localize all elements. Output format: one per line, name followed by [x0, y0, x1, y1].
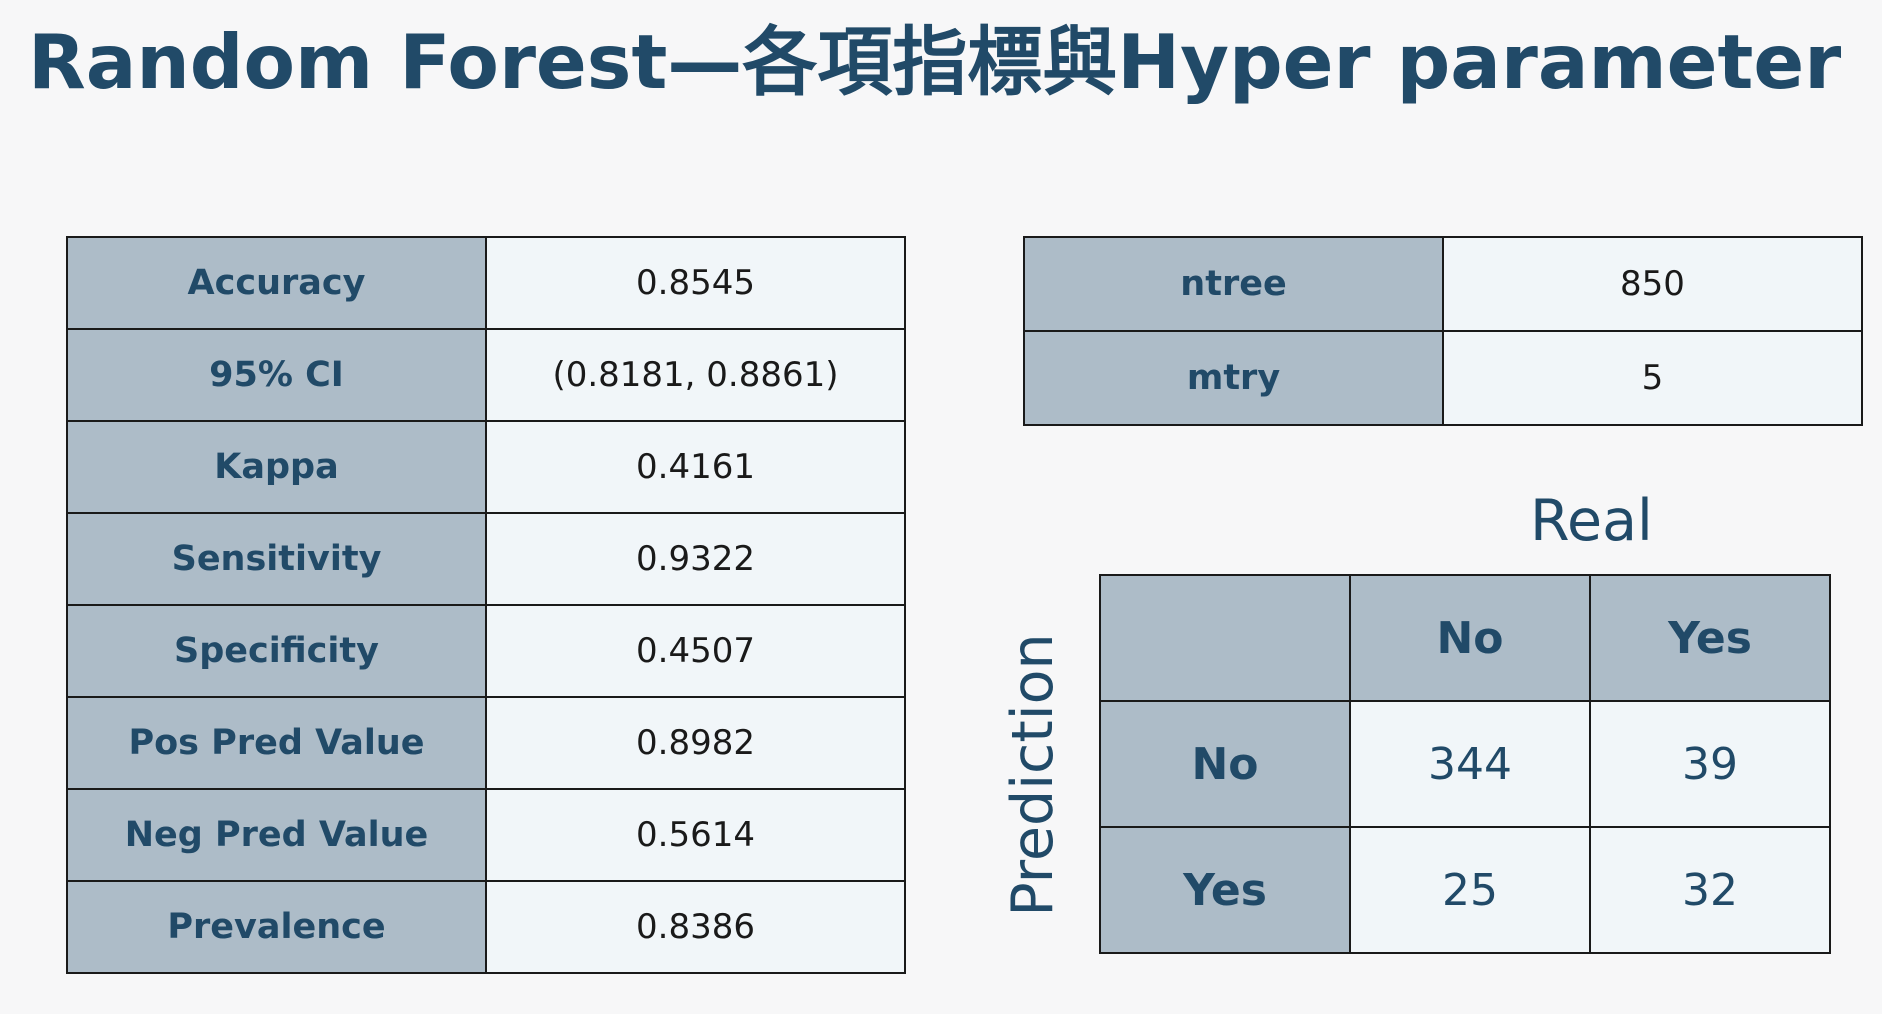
prediction-axis-label: Prediction: [1000, 633, 1066, 917]
hyperparameter-value: 850: [1442, 236, 1863, 332]
row-header: No: [1099, 700, 1351, 828]
hyperparameter-label: mtry: [1023, 330, 1444, 426]
table-row: Sensitivity 0.9322: [66, 512, 906, 606]
metrics-table: Accuracy 0.8545 95% CI (0.8181, 0.8861) …: [66, 236, 906, 974]
column-header: No: [1349, 574, 1591, 702]
metric-value: (0.8181, 0.8861): [485, 328, 906, 422]
table-row: 95% CI (0.8181, 0.8861): [66, 328, 906, 422]
metric-value: 0.8982: [485, 696, 906, 790]
table-row: No 344 39: [1099, 700, 1831, 828]
matrix-cell: 344: [1349, 700, 1591, 828]
table-row: Yes 25 32: [1099, 826, 1831, 954]
matrix-cell: 25: [1349, 826, 1591, 954]
metric-value: 0.8386: [485, 880, 906, 974]
real-axis-label: Real: [1530, 488, 1653, 554]
corner-cell: [1099, 574, 1351, 702]
matrix-cell: 32: [1589, 826, 1831, 954]
table-row: Prevalence 0.8386: [66, 880, 906, 974]
metric-label: Neg Pred Value: [66, 788, 487, 882]
table-row: mtry 5: [1023, 330, 1863, 426]
metric-label: Pos Pred Value: [66, 696, 487, 790]
metric-label: Kappa: [66, 420, 487, 514]
table-row: ntree 850: [1023, 236, 1863, 332]
table-row: Accuracy 0.8545: [66, 236, 906, 330]
metric-label: Accuracy: [66, 236, 487, 330]
metric-label: 95% CI: [66, 328, 487, 422]
table-row: Kappa 0.4161: [66, 420, 906, 514]
metric-label: Sensitivity: [66, 512, 487, 606]
hyperparameter-label: ntree: [1023, 236, 1444, 332]
metric-label: Specificity: [66, 604, 487, 698]
matrix-cell: 39: [1589, 700, 1831, 828]
metric-label: Prevalence: [66, 880, 487, 974]
hyperparameter-table: ntree 850 mtry 5: [1023, 236, 1863, 426]
confusion-matrix-table: No Yes No 344 39 Yes 25 32: [1099, 574, 1831, 954]
metric-value: 0.8545: [485, 236, 906, 330]
hyperparameter-value: 5: [1442, 330, 1863, 426]
table-row: Specificity 0.4507: [66, 604, 906, 698]
metric-value: 0.4161: [485, 420, 906, 514]
table-row: No Yes: [1099, 574, 1831, 702]
page-title: Random Forest—各項指標與Hyper parameter: [28, 18, 1842, 106]
metric-value: 0.5614: [485, 788, 906, 882]
row-header: Yes: [1099, 826, 1351, 954]
metric-value: 0.9322: [485, 512, 906, 606]
table-row: Neg Pred Value 0.5614: [66, 788, 906, 882]
metric-value: 0.4507: [485, 604, 906, 698]
column-header: Yes: [1589, 574, 1831, 702]
table-row: Pos Pred Value 0.8982: [66, 696, 906, 790]
